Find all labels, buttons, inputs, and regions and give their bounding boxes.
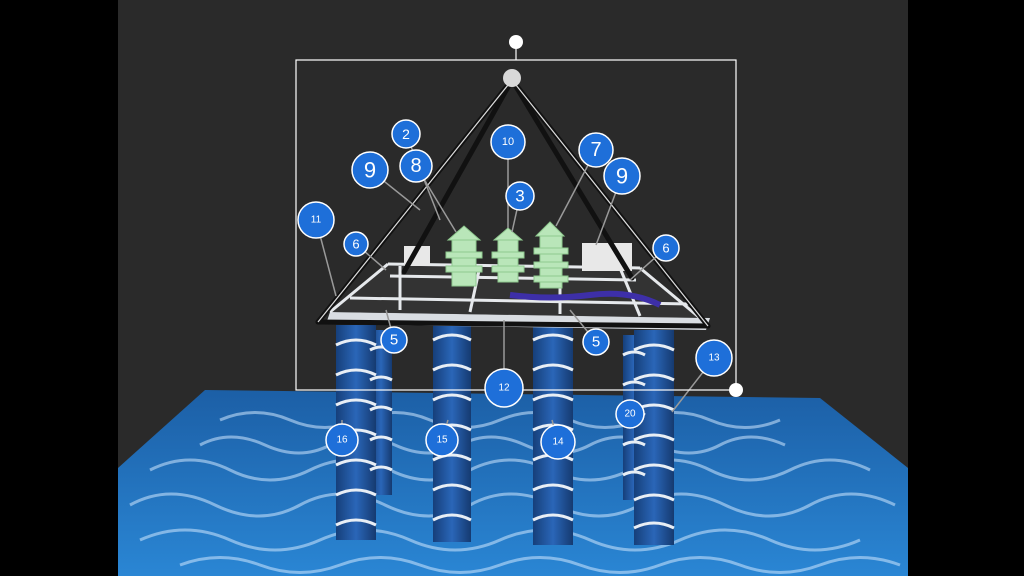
viewport-canvas[interactable]: 2 10 7 9 9 8 3 11 6 6 5 5 12 13 20 16 15…	[118, 0, 908, 576]
callout-10[interactable]: 10	[490, 124, 526, 160]
svg-text:7: 7	[590, 139, 601, 161]
svg-text:8: 8	[410, 155, 421, 177]
resize-handle[interactable]	[729, 383, 743, 397]
callout-16[interactable]: 16	[325, 423, 359, 457]
deck-structures[interactable]	[445, 221, 569, 289]
platform-deck[interactable]	[326, 243, 710, 330]
rotate-handle[interactable]	[509, 35, 523, 49]
callout-6-left[interactable]: 6	[343, 231, 369, 257]
callout-9-right[interactable]: 9	[603, 157, 641, 195]
callout-9-left[interactable]: 9	[351, 151, 389, 189]
callout-14[interactable]: 14	[540, 424, 576, 460]
callout-2[interactable]: 2	[391, 119, 421, 149]
svg-text:6: 6	[662, 241, 669, 256]
callout-markers[interactable]: 2 10 7 9 9 8 3 11 6 6 5 5 12 13 20 16 15…	[297, 119, 733, 460]
callout-15[interactable]: 15	[425, 423, 459, 457]
callout-13[interactable]: 13	[695, 339, 733, 377]
scene-3d-view[interactable]: 2 10 7 9 9 8 3 11 6 6 5 5 12 13 20 16 15…	[118, 0, 908, 576]
apex-node[interactable]	[503, 69, 521, 87]
callout-11[interactable]: 11	[297, 201, 335, 239]
svg-text:20: 20	[624, 409, 636, 420]
svg-text:15: 15	[436, 435, 448, 446]
callout-5-right[interactable]: 5	[582, 328, 610, 356]
svg-text:9: 9	[616, 164, 628, 189]
callout-6-right[interactable]: 6	[652, 234, 680, 262]
svg-text:12: 12	[498, 383, 510, 394]
svg-text:5: 5	[390, 332, 398, 349]
svg-text:2: 2	[402, 126, 410, 142]
structure-left	[445, 225, 483, 287]
callout-5-left[interactable]: 5	[380, 326, 408, 354]
svg-text:16: 16	[336, 435, 348, 446]
pipeline	[509, 290, 662, 308]
svg-text:9: 9	[364, 158, 376, 183]
svg-text:6: 6	[352, 237, 359, 252]
callout-12[interactable]: 12	[484, 368, 524, 408]
structure-center	[491, 227, 525, 283]
svg-text:3: 3	[515, 187, 524, 206]
svg-text:10: 10	[502, 136, 514, 148]
svg-text:11: 11	[311, 215, 322, 226]
callout-3[interactable]: 3	[505, 181, 535, 211]
svg-text:13: 13	[708, 353, 720, 364]
structure-right	[533, 221, 569, 289]
callout-7[interactable]: 7	[578, 132, 614, 168]
svg-text:14: 14	[552, 437, 564, 448]
water-plane	[118, 390, 908, 576]
callout-8[interactable]: 8	[399, 149, 433, 183]
svg-text:5: 5	[592, 334, 600, 351]
callout-20[interactable]: 20	[615, 399, 645, 429]
